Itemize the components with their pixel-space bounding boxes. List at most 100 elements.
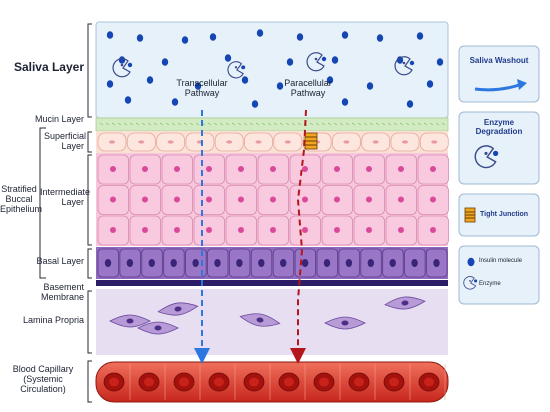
cell-nucleus [398, 227, 404, 233]
label-saliva: Saliva Layer [13, 60, 84, 74]
enzyme-icon [394, 56, 415, 76]
insulin-molecule [331, 56, 339, 64]
superficial-cells [97, 132, 449, 152]
cell-nucleus [433, 259, 440, 267]
mucin-fleck [441, 122, 446, 126]
label-lamina: Lamina Propria [22, 315, 84, 325]
insulin-molecule [416, 32, 424, 40]
basement-membrane [96, 280, 448, 286]
legend-washout-box [458, 45, 540, 103]
cell-nucleus [206, 227, 212, 233]
insulin-molecule [276, 82, 284, 90]
mucin-fleck [399, 122, 404, 126]
insulin-molecule [251, 100, 259, 108]
mucin-fleck [435, 122, 440, 126]
mucin-fleck [243, 122, 248, 126]
mucin-fleck [183, 122, 188, 126]
label-basement: Basement Membrane [40, 282, 84, 302]
label-capillary: Blood Capillary (Systemic Circulation) [12, 364, 74, 394]
mucin-fleck [417, 122, 422, 126]
legend-enzyme-degradation-label: Enzyme Degradation [475, 118, 523, 136]
label-mucin: Mucin Layer [34, 114, 84, 124]
legend-key-box [458, 245, 540, 305]
legend-enzyme-label: Enzyme [479, 281, 501, 287]
cell-nucleus [270, 196, 276, 203]
cell-nucleus [174, 196, 180, 203]
rbc-center [249, 377, 259, 387]
cell-nucleus [110, 196, 116, 203]
mucin-fleck [135, 122, 140, 126]
insulin-molecule [181, 36, 189, 44]
cell-nucleus [110, 166, 116, 172]
insulin-molecule [224, 54, 232, 62]
cell-nucleus [206, 196, 212, 203]
cell-nucleus [398, 196, 404, 203]
cell-nucleus [104, 259, 112, 267]
mucin-fleck [405, 122, 410, 126]
label-paracellular: Paracellular Pathway [284, 78, 332, 98]
cell-nucleus [238, 166, 244, 172]
cell-nucleus [258, 259, 265, 267]
label-stratified: Stratified Buccal Epithelium [0, 184, 43, 214]
cell-nucleus [302, 166, 308, 172]
insulin-molecule [296, 33, 304, 41]
mucin-fleck [195, 122, 200, 126]
cell-nucleus [302, 227, 308, 233]
mucin-fleck [285, 122, 290, 126]
cell-nucleus [334, 166, 340, 172]
cell-nucleus [367, 259, 374, 267]
mucin-fleck [297, 122, 302, 126]
tight-junction-icon [304, 132, 318, 150]
cell-nucleus [398, 166, 404, 172]
mucin-fleck [147, 122, 152, 126]
cell-nucleus [301, 259, 309, 267]
insulin-molecule [426, 80, 434, 88]
mucin-fleck [219, 122, 224, 126]
fibroblast-cell [109, 314, 151, 328]
cell-nucleus [110, 227, 116, 233]
cell-nucleus [334, 227, 340, 233]
cell-nucleus [366, 196, 372, 203]
insulin-molecule [436, 58, 444, 66]
rbc-center [179, 377, 189, 387]
cell-nucleus [192, 259, 199, 267]
fibroblast-cell [384, 296, 426, 310]
cell-nucleus [109, 140, 115, 144]
cell-nucleus [411, 259, 418, 267]
cell-nucleus [174, 166, 180, 172]
insulin-molecule [406, 100, 414, 108]
left-brackets [39, 23, 92, 403]
mucin-fleck [315, 122, 320, 126]
rbc-center [284, 377, 294, 387]
rbc-center [109, 377, 119, 387]
fibroblast-cell [324, 316, 366, 330]
mucin-fleck [309, 122, 314, 126]
mucin-fleck [213, 122, 218, 126]
mucin-fleck [291, 122, 296, 126]
cell-nucleus [343, 140, 350, 144]
cell-nucleus [280, 259, 287, 267]
enzyme-icon [306, 52, 327, 72]
legend-tight-junction-icon [464, 207, 476, 223]
insulin-molecule [241, 76, 249, 84]
rbc-center [144, 377, 154, 387]
insulin-molecule [376, 34, 384, 42]
blood-capillary [95, 361, 449, 403]
mucin-fleck [189, 122, 194, 126]
mucin-fleck [321, 122, 326, 126]
mucin-fleck [381, 122, 386, 126]
cell-nucleus [148, 259, 155, 267]
cell-nucleus [170, 259, 177, 267]
mucin-texture [99, 122, 446, 126]
mucin-fleck [105, 122, 110, 126]
mucin-fleck [357, 122, 362, 126]
rbc-center [319, 377, 329, 387]
mucin-fleck [207, 122, 212, 126]
insulin-molecule [366, 82, 374, 90]
insulin-molecule [171, 98, 179, 106]
cell-nucleus [345, 259, 353, 267]
label-intermediate: Intermediate Layer [40, 187, 91, 207]
mucin-fleck [327, 122, 332, 126]
cell-nucleus [206, 166, 212, 172]
cell-nucleus [323, 259, 331, 267]
